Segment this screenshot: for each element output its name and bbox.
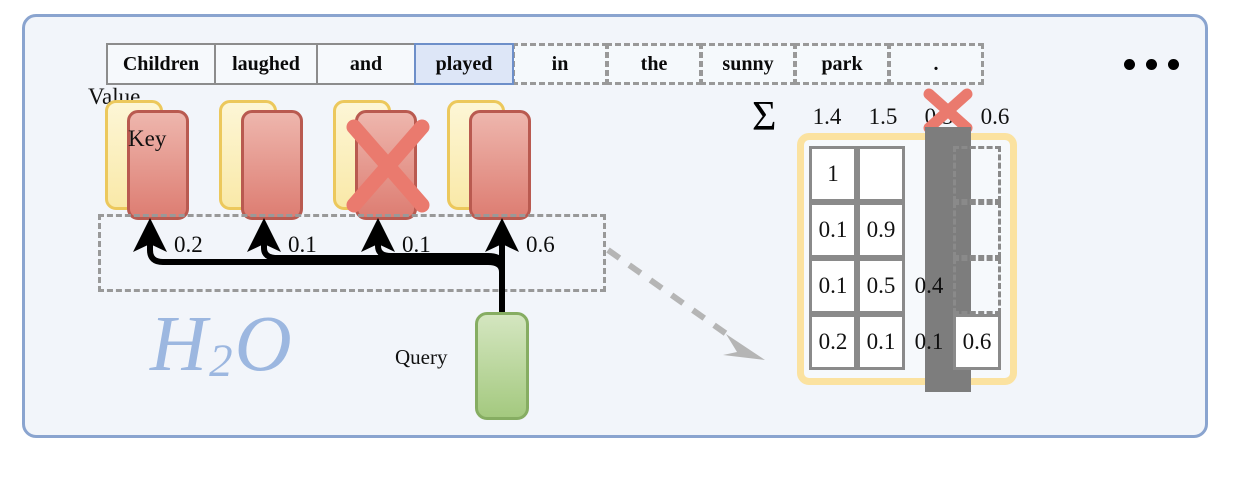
token-park[interactable]: park [794,43,890,85]
token-in[interactable]: in [512,43,608,85]
token-period[interactable]: . [888,43,984,85]
kv-pair-3[interactable] [333,100,430,220]
matrix-cell-r2c2[interactable]: 0.9 [857,202,905,258]
attention-matrix: 1 0.1 0.9 0.1 0.5 0.4 0.2 0.1 0.1 0.6 [809,146,1007,374]
matrix-cell-r3c2[interactable]: 0.5 [857,258,905,314]
sentence-token-row: Children laughed and played in the sunny… [106,43,984,85]
kv-pair-4[interactable] [447,100,543,220]
query-label: Query [395,345,448,369]
matrix-cell-r3c1[interactable]: 0.1 [809,258,857,314]
kv-pair-1[interactable] [105,100,201,220]
matrix-cell-r2c4 [953,202,1001,258]
h2o-logo-o: O [234,301,294,388]
matrix-cell-r4c4[interactable]: 0.6 [953,314,1001,370]
matrix-cell-r1c3 [905,146,953,202]
attention-weight-3: 0.1 [402,232,431,257]
matrix-cell-r3c4 [953,258,1001,314]
h2o-logo-h: H [150,301,210,388]
column-sum-2: 1.5 [868,104,898,129]
attention-weight-4: 0.6 [526,232,555,257]
matrix-cell-r4c3[interactable]: 0.1 [914,329,944,354]
matrix-cell-r1c2 [857,146,905,202]
matrix-cell-r1c4 [953,146,1001,202]
token-and[interactable]: and [316,43,416,85]
matrix-cell-r4c2[interactable]: 0.1 [857,314,905,370]
matrix-cell-r4c1[interactable]: 0.2 [809,314,857,370]
attention-weight-1: 0.2 [174,232,203,257]
token-sunny[interactable]: sunny [700,43,796,85]
ellipsis-dot-1 [1124,58,1135,70]
ellipsis-dots [1124,43,1179,85]
key-box-4[interactable] [469,110,531,220]
column-sum-1: 1.4 [812,104,842,129]
key-label: Key [128,126,167,151]
matrix-cell-r2c1[interactable]: 0.1 [809,202,857,258]
ellipsis-dot-3 [1168,58,1179,70]
query-box[interactable] [475,312,529,420]
column-sum-4: 0.6 [980,104,1010,129]
token-children[interactable]: Children [106,43,216,85]
key-box-3[interactable] [355,110,417,220]
kv-pair-2[interactable] [219,100,315,220]
matrix-cell-r3c3[interactable]: 0.4 [914,273,944,298]
matrix-cell-r1c1[interactable]: 1 [809,146,857,202]
ellipsis-dot-2 [1146,58,1157,70]
token-laughed[interactable]: laughed [214,43,318,85]
token-played[interactable]: played [414,43,514,85]
evict-sum-x-icon [923,88,973,134]
key-box-2[interactable] [241,110,303,220]
key-box-1[interactable] [127,110,189,220]
h2o-logo-2: 2 [209,335,235,387]
h2o-logo: H2O [150,305,294,385]
sigma-symbol: Σ [752,94,777,140]
matrix-cell-r2c3 [905,202,953,258]
column-sum-row: 1.4 1.5 0.5 0.6 [805,104,1017,134]
attention-weight-2: 0.1 [288,232,317,257]
token-the[interactable]: the [606,43,702,85]
